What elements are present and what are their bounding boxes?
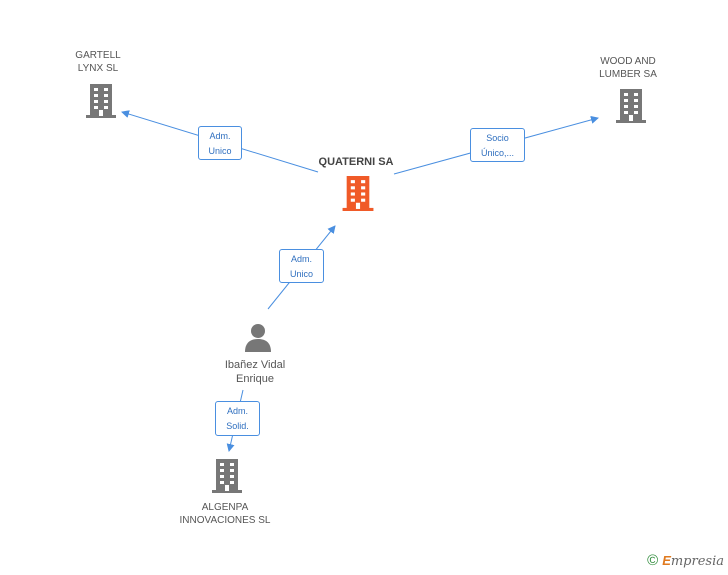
- company-label-gartell[interactable]: GARTELL LYNX SL: [75, 50, 121, 74]
- building-icon[interactable]: [212, 459, 242, 493]
- person-icon[interactable]: [243, 322, 273, 352]
- company-label-algenpa[interactable]: ALGENPA INNOVACIONES SL: [179, 502, 271, 526]
- edge-label-person-quaterni[interactable]: Adm. Unico: [279, 249, 324, 283]
- building-icon[interactable]: [86, 84, 116, 118]
- person-label[interactable]: Ibañez Vidal Enrique: [224, 359, 286, 385]
- brand-logo-text: mpresia: [670, 554, 724, 569]
- edge-label-gartell[interactable]: Adm. Unico: [198, 126, 242, 160]
- empresia-footer: ©Empresia: [647, 552, 724, 569]
- building-icon[interactable]: [342, 176, 374, 211]
- edge-label-wood[interactable]: Socio Único,...: [470, 128, 525, 162]
- copyright-symbol: ©: [647, 552, 659, 569]
- brand-logo-initial: E: [662, 553, 671, 568]
- building-icon[interactable]: [616, 89, 646, 123]
- edge-label-person-algenpa[interactable]: Adm. Solid.: [215, 401, 260, 436]
- company-label-wood[interactable]: WOOD AND LUMBER SA: [599, 56, 657, 80]
- company-label-quaterni[interactable]: QUATERNI SA: [318, 156, 394, 168]
